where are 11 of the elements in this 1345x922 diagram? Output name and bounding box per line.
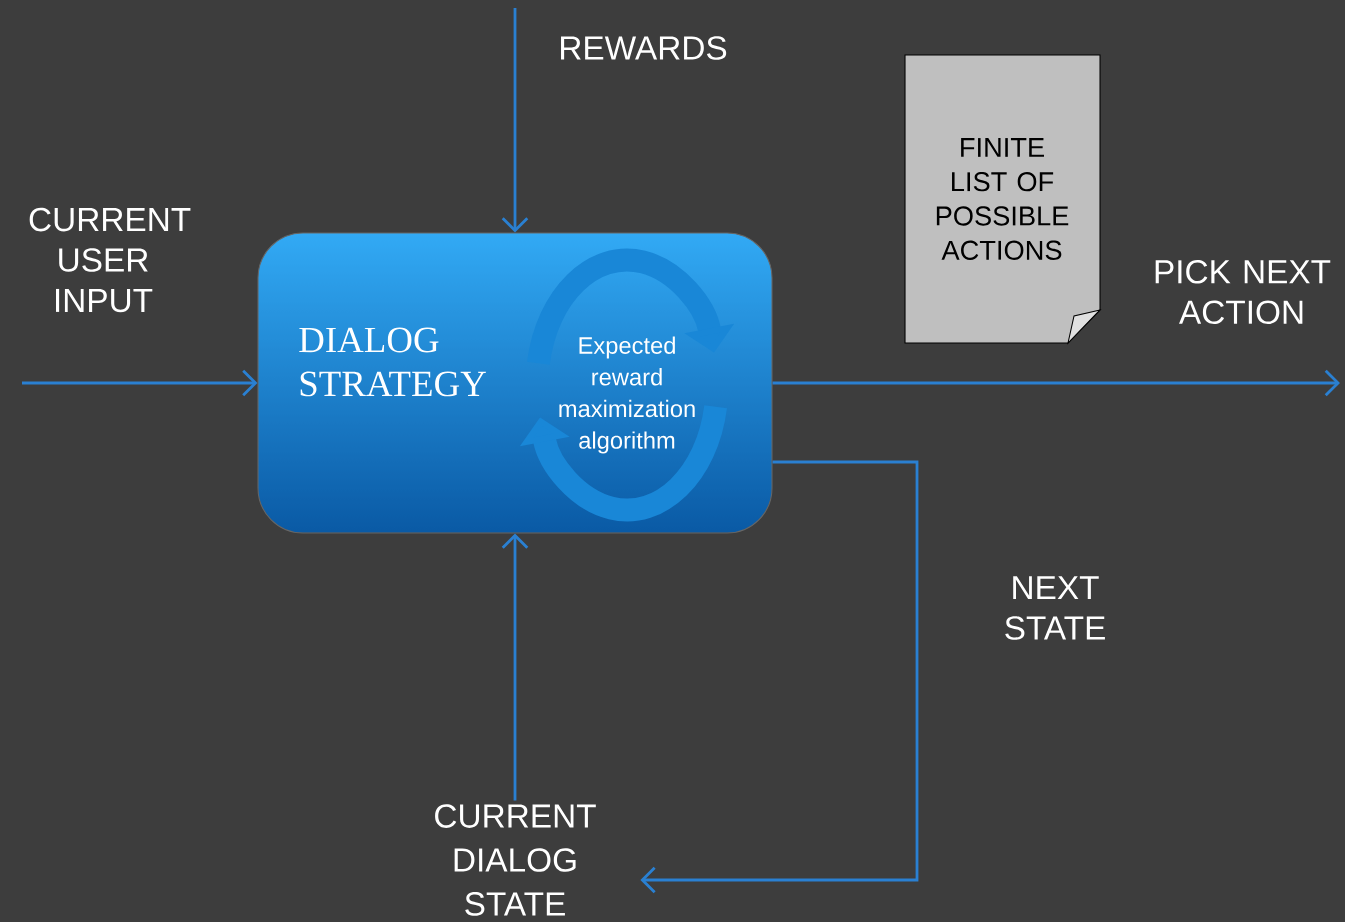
edge-label: NEXT STATE (1005, 576, 1105, 640)
arrow (22, 369, 258, 397)
edge-label: PICK NEXT ACTION (1155, 259, 1331, 325)
arrow (501, 533, 529, 801)
arrow (501, 8, 529, 233)
strategy-box: DIALOG STRATEGY Expected reward maximization algorithm (257, 232, 773, 534)
edge-label: CURRENT USER INPUT (29, 207, 191, 313)
arrow (772, 369, 1340, 397)
arrow (640, 460, 919, 894)
edge-label: REWARDS (561, 36, 727, 60)
state-label: CURRENT DIALOG STATE (435, 804, 596, 916)
